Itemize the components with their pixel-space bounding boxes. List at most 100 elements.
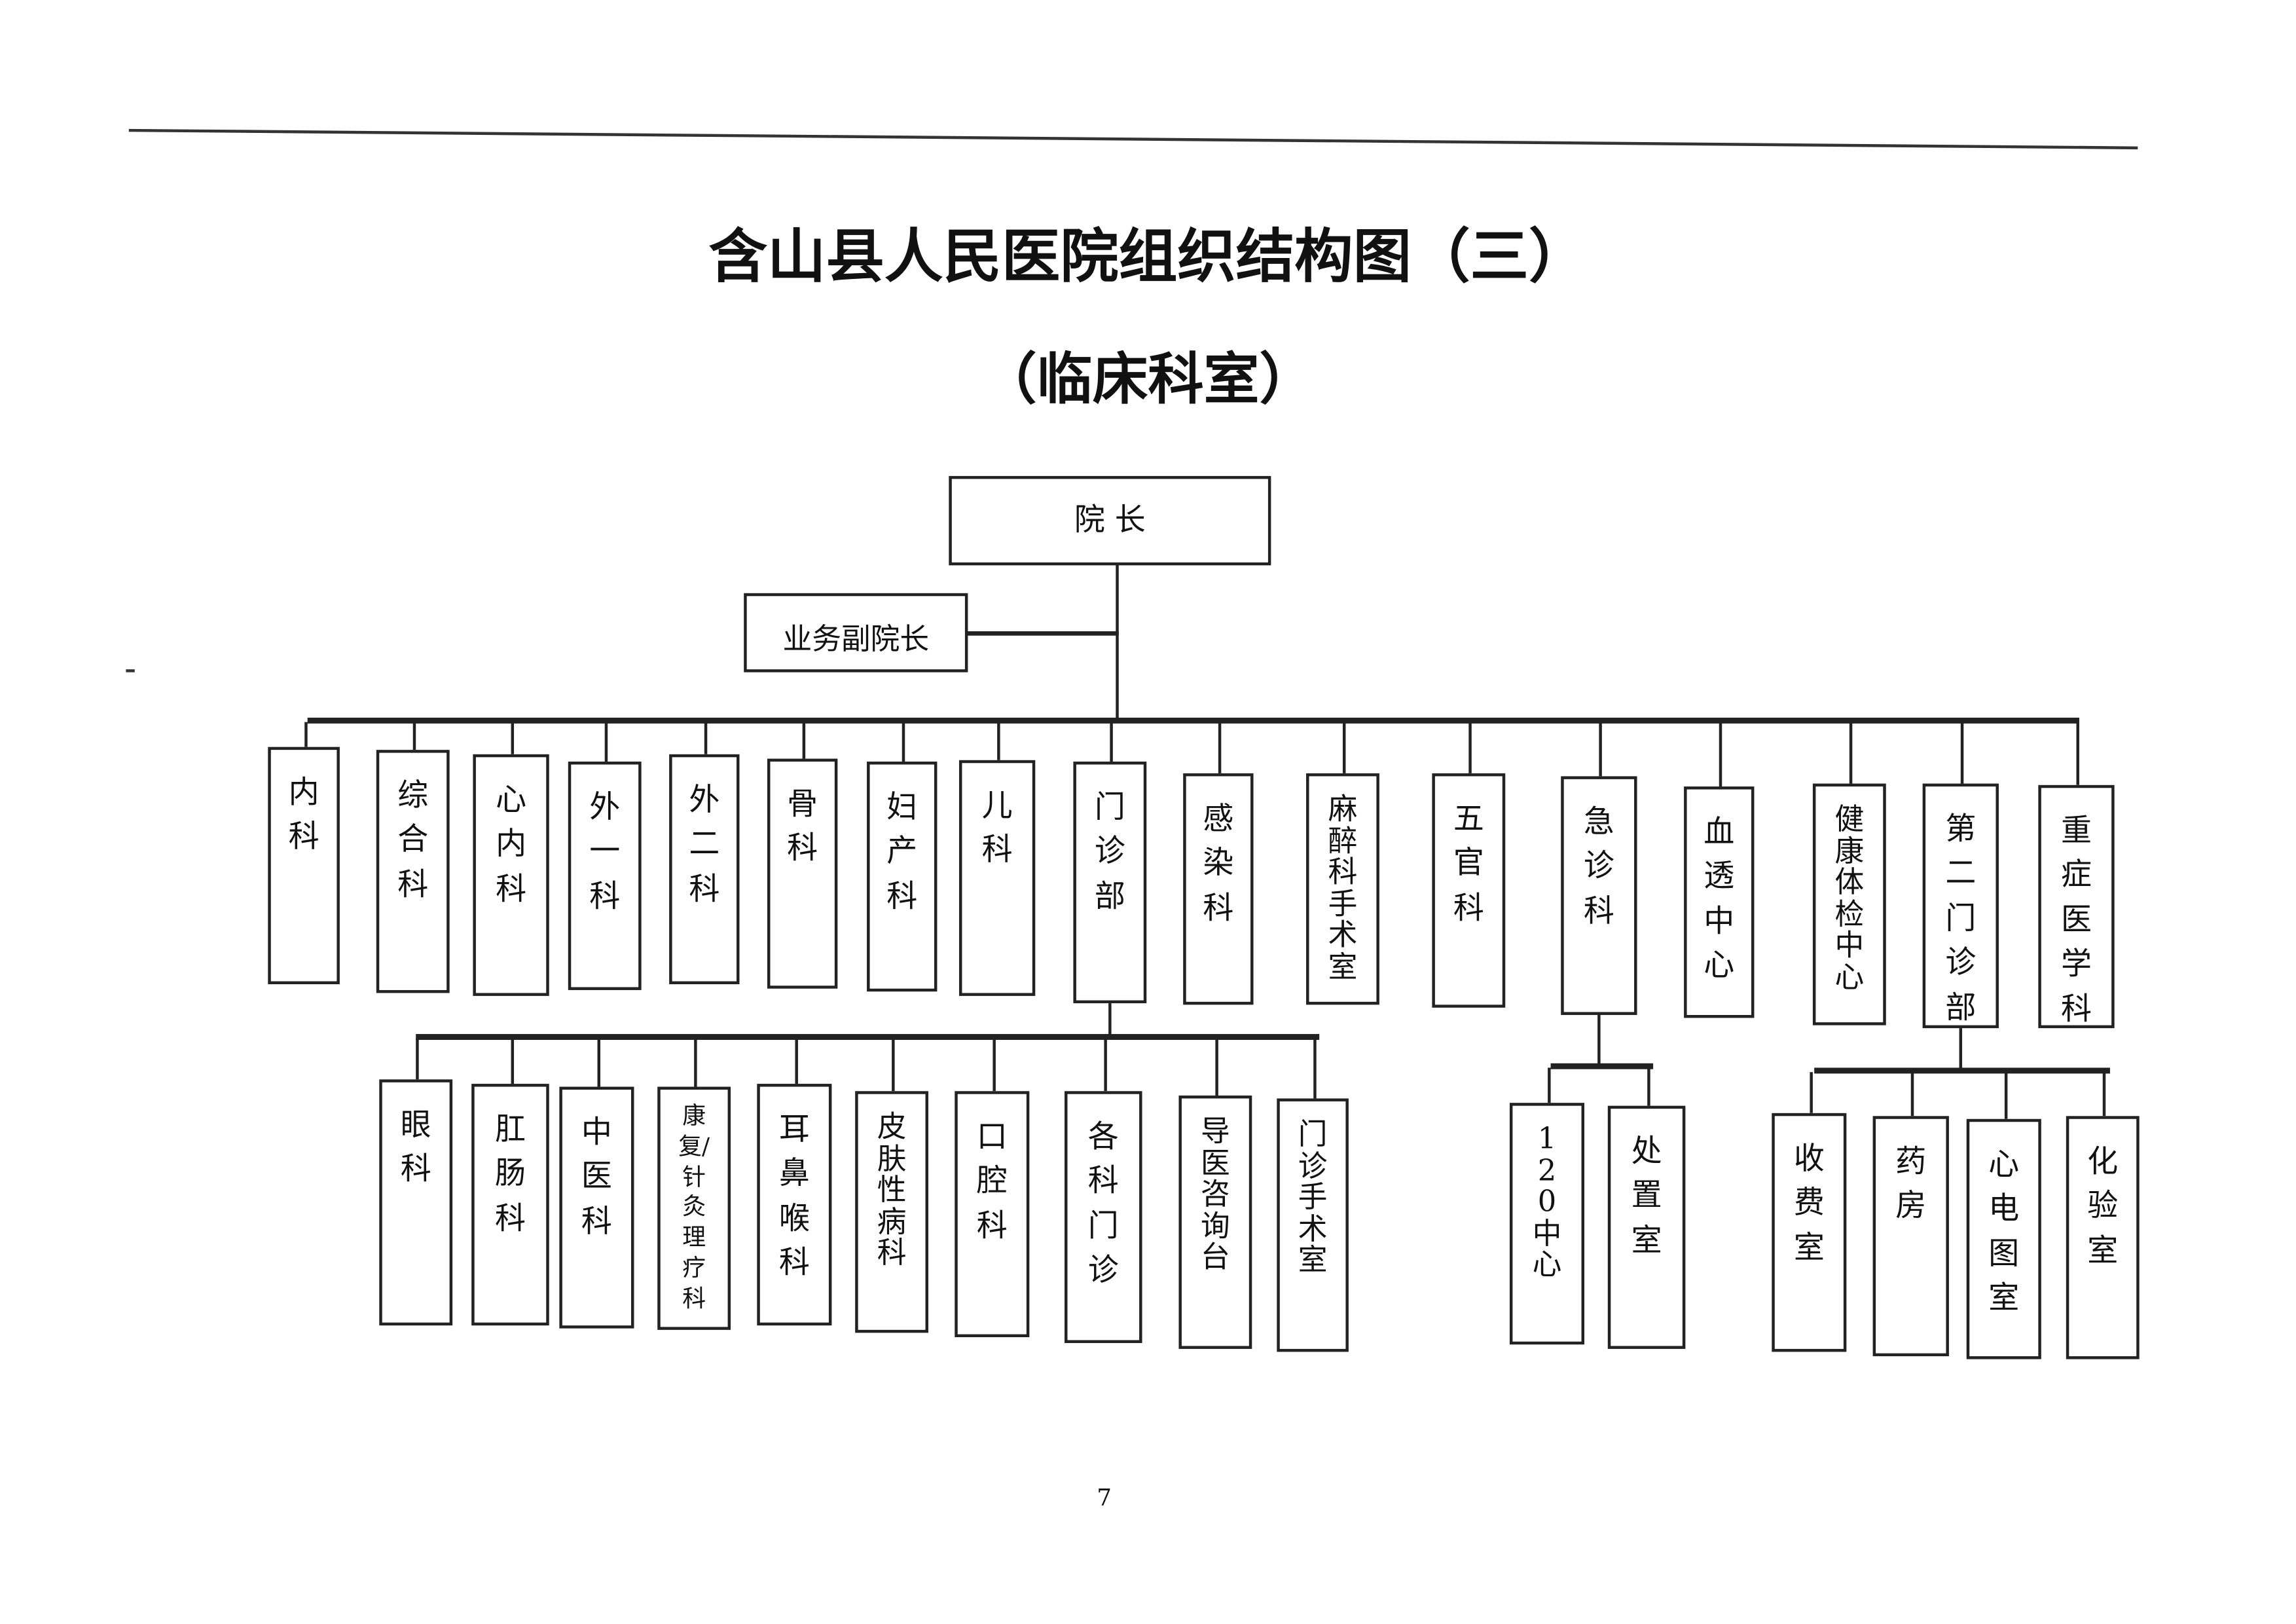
- label-char: 二: [689, 826, 720, 862]
- outpatient_units-label: 口腔科: [958, 1115, 1027, 1248]
- label-char: 儿: [981, 788, 1013, 823]
- president-label: 院 长: [1074, 502, 1146, 538]
- label-char: 房: [1895, 1188, 1927, 1224]
- departments-label: 五官科: [1435, 797, 1503, 931]
- label-char: 心: [1532, 1247, 1562, 1282]
- label-char: 处: [1631, 1134, 1662, 1169]
- departments-connector: [1960, 722, 1964, 784]
- label-char: 心: [1988, 1147, 2020, 1182]
- departments-box: 外一科: [568, 762, 642, 990]
- outpatient_units-label: 各科门诊: [1067, 1115, 1139, 1293]
- page-subtitle: （临床科室）: [981, 347, 1315, 412]
- departments-box: 五官科: [1432, 773, 1506, 1008]
- label-char: 妇: [886, 789, 918, 825]
- label-char: 康: [1834, 832, 1865, 868]
- outpatient_units-box: 门诊手术室: [1277, 1098, 1349, 1352]
- departments-label: 麻醉科手术室: [1309, 790, 1377, 984]
- emergency_units-label: 处置室: [1611, 1129, 1683, 1263]
- label-char: 室: [1631, 1223, 1662, 1258]
- outpatient_units-box: 康复/针灸理疗科: [657, 1086, 731, 1330]
- label-char: 骨: [787, 786, 818, 822]
- label-char: 五: [1453, 801, 1484, 837]
- label-char: 肛: [494, 1111, 526, 1147]
- label-char: 诊: [1583, 848, 1614, 884]
- label-char: 复/: [678, 1132, 710, 1160]
- label-char: 肠: [494, 1156, 526, 1192]
- label-char: 科: [581, 1204, 612, 1239]
- label-char: 检: [1834, 896, 1865, 931]
- departments-box: 妇产科: [867, 762, 938, 992]
- departments-label: 第二门诊部: [1925, 807, 1995, 1029]
- label-char: 室: [2087, 1232, 2119, 1268]
- label-char: 麻: [1328, 790, 1358, 826]
- label-char: 口: [976, 1118, 1008, 1154]
- label-char: 科: [1328, 854, 1358, 890]
- departments-box: 血透中心: [1684, 786, 1755, 1018]
- second_outpatient_units-label: 心电图室: [1969, 1143, 2038, 1321]
- outpatient_units-box: 导医咨询台: [1178, 1095, 1252, 1349]
- departments-connector: [304, 722, 308, 747]
- label-char: 费: [1793, 1185, 1825, 1221]
- label-char: 醉: [1328, 822, 1358, 858]
- label-char: 科: [496, 871, 527, 907]
- departments-connector: [1468, 722, 1472, 773]
- outpatient_units-box: 皮肤性病科: [855, 1091, 929, 1333]
- label-char: 科: [976, 1208, 1008, 1244]
- label-char: 中: [1704, 903, 1735, 939]
- departments-label: 妇产科: [870, 785, 934, 919]
- label-char: 科: [400, 1151, 431, 1187]
- outpatient_units-label: 皮肤性病科: [858, 1111, 926, 1270]
- label-char: 健: [1834, 801, 1865, 837]
- outpatient_units-connector: [694, 1038, 697, 1087]
- outpatient_units-label: 眼科: [382, 1103, 450, 1192]
- label-char: 性: [877, 1172, 907, 1208]
- label-char: 询: [1201, 1208, 1230, 1244]
- label-char: 学: [2061, 946, 2092, 982]
- label-char: 灸: [682, 1192, 706, 1221]
- emergency_units-connector: [1548, 1067, 1551, 1103]
- label-char: 中: [581, 1115, 612, 1150]
- second_outpatient_units-box: 药房: [1872, 1116, 1949, 1357]
- departments-label: 感染科: [1186, 797, 1250, 931]
- label-char: 心: [1704, 948, 1735, 984]
- outpatient_units-connector: [795, 1038, 798, 1084]
- second_outpatient_units-connector: [1810, 1072, 1813, 1113]
- label-char: 咨: [1201, 1176, 1230, 1212]
- label-char: 疗: [682, 1253, 706, 1282]
- outpatient_units-box: 肛肠科: [471, 1084, 549, 1326]
- outpatient_units-connector: [1313, 1038, 1317, 1099]
- label-char: 官: [1453, 845, 1484, 881]
- departments-connector: [1342, 722, 1346, 773]
- label-char: 诊: [1945, 945, 1977, 980]
- label-char: 眼: [400, 1107, 431, 1143]
- departments-connector: [802, 722, 806, 759]
- vice-president-box: 业务副院长: [744, 593, 968, 673]
- label-char: 诊: [1087, 1252, 1119, 1288]
- label-char: 医: [1201, 1145, 1230, 1180]
- emergency_units-box: 处置室: [1607, 1105, 1686, 1349]
- label-char: 中: [1834, 927, 1865, 963]
- second_outpatient_units-box: 化验室: [2066, 1116, 2140, 1359]
- label-char: 手: [1328, 885, 1358, 921]
- label-char: 医: [581, 1159, 612, 1194]
- label-char: 药: [1895, 1143, 1927, 1179]
- page-title: 含山县人民医院组织结构图（三）: [708, 224, 1588, 292]
- outpatient_units-label: 中医科: [562, 1110, 631, 1244]
- vice-connector: [966, 631, 1119, 636]
- label-char: 科: [689, 871, 720, 907]
- label-char: 血: [1704, 814, 1735, 850]
- label-char: 外: [589, 789, 621, 825]
- label-char: 内: [496, 826, 527, 862]
- second-outpatient-trunk: [1959, 1028, 1963, 1069]
- outpatient_units-label: 导医咨询台: [1182, 1115, 1249, 1274]
- departments-box: 综合科: [376, 750, 450, 993]
- label-char: 二: [1945, 856, 1977, 891]
- label-char: 化: [2087, 1143, 2119, 1179]
- label-char: 耳: [778, 1111, 810, 1147]
- label-char: 科: [1203, 890, 1234, 926]
- header-rule: [128, 128, 2138, 150]
- label-char: 科: [778, 1245, 810, 1281]
- label-char: 医: [2061, 902, 2092, 938]
- outpatient_units-box: 各科门诊: [1065, 1091, 1142, 1343]
- label-char: 科: [397, 866, 429, 902]
